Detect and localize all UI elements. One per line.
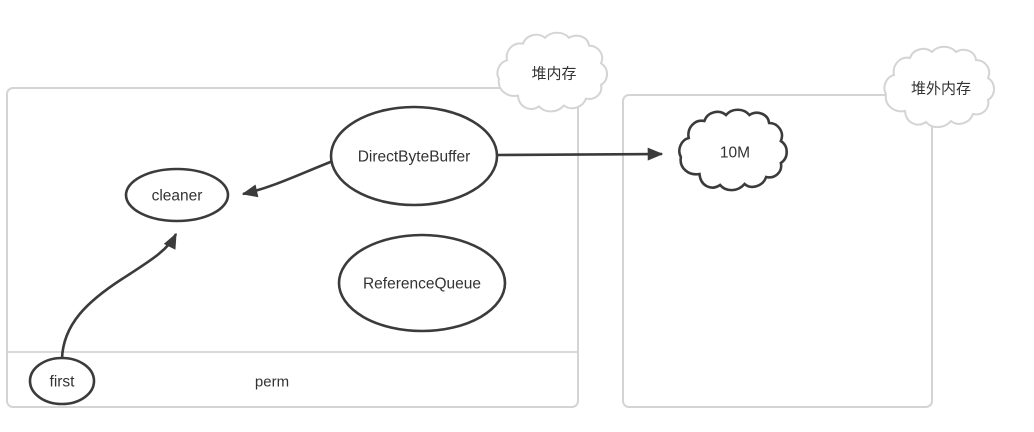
edge-directbytebuffer-to-cleaner — [241, 159, 334, 198]
heap-region-box — [6, 87, 579, 408]
referencequeue-node — [337, 233, 507, 333]
heap-region-label: 堆内存 — [531, 66, 576, 83]
10m-label: 10M — [720, 145, 750, 162]
edge-first-to-cleaner — [60, 232, 178, 360]
referencequeue-label: ReferenceQueue — [363, 276, 481, 293]
first-node — [28, 356, 96, 406]
cleaner-label: cleaner — [152, 188, 203, 205]
cleaner-node — [124, 167, 230, 223]
offheap-region-label: 堆外内存 — [911, 81, 971, 98]
first-label: first — [50, 374, 76, 391]
directbytebuffer-node — [329, 105, 499, 207]
perm-label: perm — [255, 374, 289, 391]
directbytebuffer-label: DirectByteBuffer — [358, 149, 471, 166]
edge-directbytebuffer-to-10m — [496, 147, 664, 161]
